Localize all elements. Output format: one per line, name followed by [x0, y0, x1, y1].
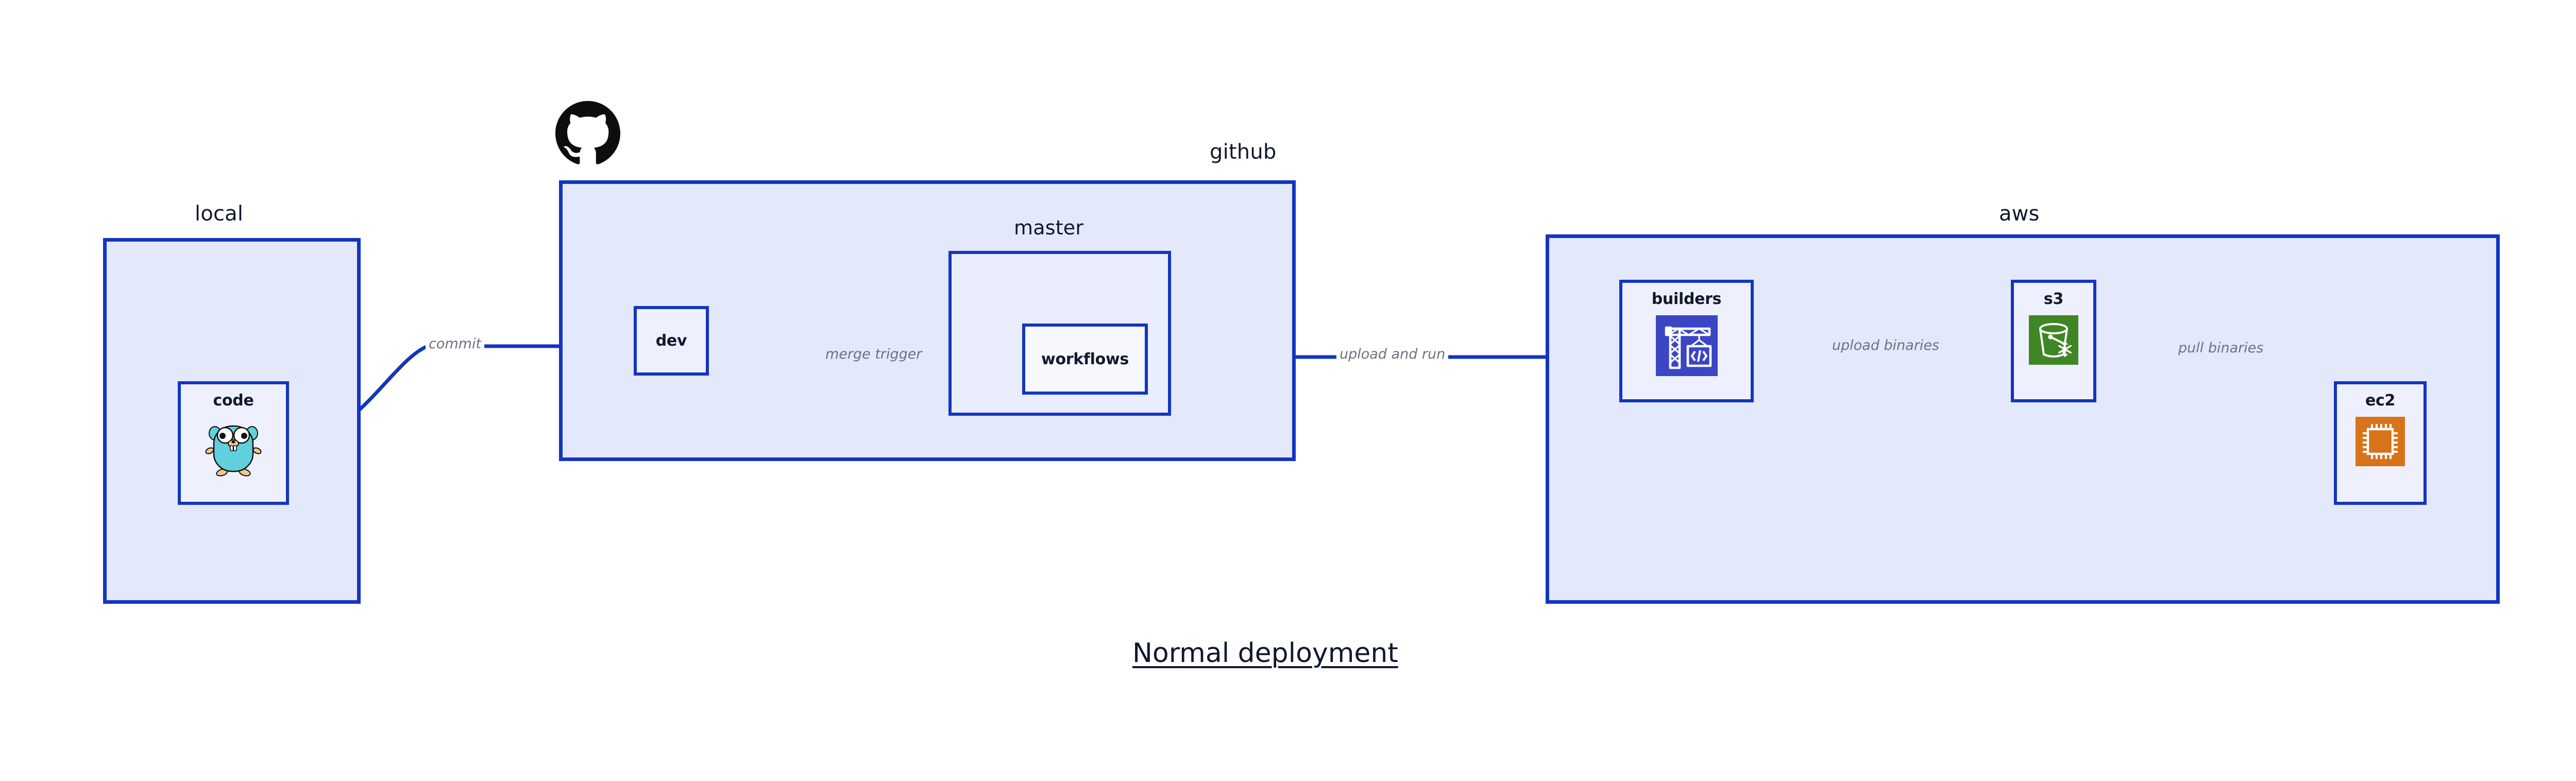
node-workflows[interactable]: workflows: [1022, 324, 1148, 395]
github-octocat-logo: [555, 101, 620, 164]
group-label-github: github: [1210, 140, 1277, 164]
node-builders[interactable]: builders: [1619, 280, 1754, 402]
node-s3[interactable]: s3: [2011, 280, 2096, 402]
edge-label-upload-binaries: upload binaries: [1829, 337, 1943, 353]
edge-label-commit: commit: [426, 336, 485, 352]
go-gopher-icon: [205, 425, 262, 477]
node-s3-label: s3: [2043, 290, 2064, 308]
aws-codebuild-icon: [1655, 315, 1718, 376]
edge-label-pull-binaries: pull binaries: [2175, 340, 2267, 356]
edge-label-merge-trigger: merge trigger: [822, 346, 925, 362]
node-code-label: code: [213, 392, 254, 410]
aws-s3-glacier-icon: [2029, 315, 2078, 365]
aws-ec2-icon: [2355, 417, 2405, 466]
node-builders-label: builders: [1651, 290, 1722, 308]
group-label-local: local: [195, 202, 244, 226]
node-code[interactable]: code: [178, 381, 289, 505]
edge-label-upload-and-run: upload and run: [1336, 346, 1449, 362]
node-dev[interactable]: dev: [634, 306, 709, 376]
group-label-master: master: [1014, 216, 1084, 239]
group-label-aws: aws: [1999, 202, 2040, 226]
node-dev-label: dev: [655, 332, 687, 350]
node-workflows-label: workflows: [1041, 350, 1129, 368]
node-ec2[interactable]: ec2: [2334, 381, 2427, 505]
node-ec2-label: ec2: [2365, 392, 2396, 410]
diagram-title: Normal deployment: [1132, 638, 1398, 669]
